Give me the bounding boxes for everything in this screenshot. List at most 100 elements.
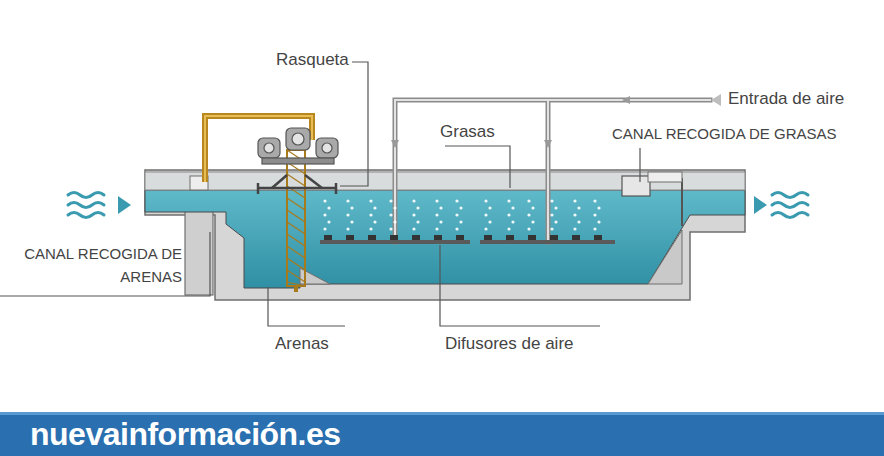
illustration-stroke [455, 213, 458, 216]
leader-line [0, 62, 640, 326]
illustration-stroke [572, 235, 580, 240]
mast-lattice [287, 150, 305, 286]
illustration-stroke [484, 227, 487, 230]
illustration-stroke [287, 174, 305, 186]
illustration-stroke [320, 240, 470, 244]
illustration-stroke [373, 206, 376, 209]
illustration-stroke [577, 206, 580, 209]
illustration-stroke [264, 143, 274, 153]
illustration-stroke [389, 213, 392, 216]
pipe-arrow [622, 96, 630, 104]
pipe-arrow [391, 140, 399, 148]
air-pipe [395, 100, 710, 242]
illustration-stroke [507, 227, 510, 230]
diffuser-bar [320, 240, 615, 244]
label-text: CANAL RECOGIDA DE GRASAS [612, 125, 837, 142]
illustration-stroke [506, 235, 514, 240]
illustration-stroke [395, 100, 710, 242]
illustration-stroke [205, 116, 312, 182]
illustration-stroke [258, 138, 280, 158]
illustration-stroke [772, 203, 808, 208]
part-label: Entrada de aire [728, 89, 844, 109]
floor-wedge [648, 230, 682, 284]
illustration-stroke [528, 235, 536, 240]
grease-channel [622, 176, 650, 196]
label-text: Entrada de aire [728, 89, 844, 108]
illustration-stroke [369, 213, 372, 216]
banner-text: nuevainformación.es [0, 415, 884, 453]
part-label: CANAL RECOGIDA DE GRASAS [612, 125, 837, 143]
scraper-blade [294, 286, 298, 292]
illustration-stroke [435, 213, 438, 216]
illustration-stroke [268, 287, 345, 326]
illustration-stroke [393, 206, 396, 209]
illustration-stroke [488, 206, 491, 209]
illustration-stroke [459, 206, 462, 209]
illustration-stroke [511, 220, 514, 223]
illustration-stroke [531, 220, 534, 223]
air-inlet-arrow [711, 94, 721, 106]
illustration-stroke [205, 116, 312, 182]
illustration-stroke [287, 222, 305, 234]
illustration-stroke [488, 220, 491, 223]
illustration-stroke [324, 235, 332, 240]
illustration-stroke [368, 235, 376, 240]
illustration-stroke [484, 199, 487, 202]
illustration-stroke [395, 100, 710, 242]
illustration-stroke [287, 234, 305, 246]
label-text: Rasqueta [276, 50, 349, 69]
label-text: Grasas [440, 122, 495, 141]
scraper-mast [287, 150, 305, 286]
illustration-stroke [323, 199, 326, 202]
illustration-stroke [772, 213, 808, 218]
illustration-stroke [445, 146, 510, 188]
flow-arrowhead [754, 196, 767, 214]
illustration-stroke [597, 206, 600, 209]
illustration-stroke [416, 206, 419, 209]
illustration-stroke [340, 62, 368, 186]
illustration-stroke [373, 220, 376, 223]
illustration-stroke [550, 199, 553, 202]
illustration-stroke [323, 213, 326, 216]
illustration-stroke [507, 199, 510, 202]
illustration-stroke [323, 227, 326, 230]
grease-layer [145, 172, 745, 190]
illustration-stroke [573, 227, 576, 230]
flow-arrowhead [118, 196, 131, 214]
illustration-stroke [412, 199, 415, 202]
illustration-stroke [412, 235, 420, 240]
illustration-stroke [507, 213, 510, 216]
illustration-stroke [639, 148, 640, 182]
illustration-stroke [346, 213, 349, 216]
illustration-stroke [550, 235, 558, 240]
illustration-stroke [350, 220, 353, 223]
part-label: Grasas [440, 122, 495, 142]
flow-arrow [68, 193, 808, 218]
illustration-stroke [480, 240, 615, 244]
illustration-stroke [390, 235, 398, 240]
illustration-stroke [68, 203, 104, 208]
illustration-stroke [287, 198, 305, 210]
illustration-stroke [389, 199, 392, 202]
part-label: Difusores de aire [445, 334, 574, 354]
illustration-stroke [292, 133, 304, 145]
illustration-stroke [511, 206, 514, 209]
baffle [681, 178, 683, 226]
illustration-stroke [316, 138, 338, 158]
illustration-stroke [327, 220, 330, 223]
air-bubbles [323, 199, 600, 230]
illustration-stroke [389, 227, 392, 230]
illustration-stroke [550, 213, 553, 216]
illustration-stroke [434, 235, 442, 240]
illustration-stroke [393, 220, 396, 223]
illustration-stroke [593, 213, 596, 216]
illustration-stroke [527, 213, 530, 216]
motor [258, 128, 338, 164]
illustration-stroke [531, 206, 534, 209]
illustration-stroke [459, 220, 462, 223]
illustration-stroke [416, 220, 419, 223]
pipe-arrow [544, 140, 552, 148]
illustration-stroke [272, 175, 287, 188]
